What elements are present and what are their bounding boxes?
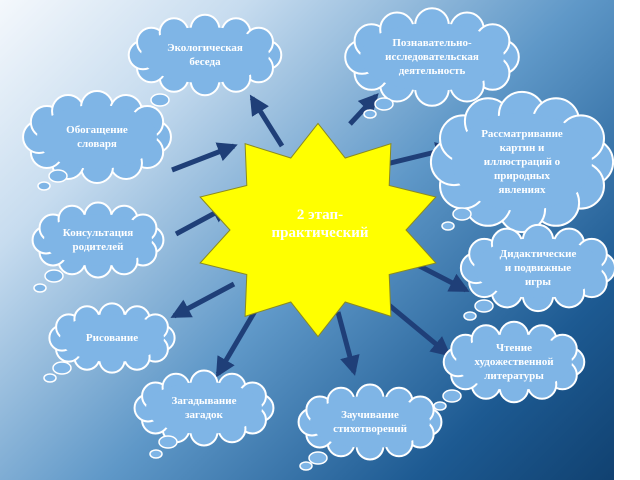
- bubble-konsultatsiya-roditeley: [31, 201, 165, 293]
- bubble-label-ekologicheskaya-beseda: Экологическая беседа: [167, 42, 243, 68]
- bubble-risovanie: [43, 302, 176, 383]
- arrow-to-risovanie: [170, 281, 236, 319]
- bubble-zauchivanie-stikhotvoreniy: [297, 383, 443, 471]
- bubble-label-didakticheskie-igry: Дидактические и подвижные игры: [499, 248, 577, 288]
- bubble-label-risovanie: Рисование: [85, 332, 139, 344]
- arrow-to-ekologicheskaya-beseda: [249, 94, 285, 148]
- center-label: 2 этап- практический: [271, 207, 369, 241]
- bubble-obogashchenie-slovarya: [22, 90, 172, 191]
- arrow-to-poznavatelno-issledovatelskaya: [348, 93, 379, 126]
- bubble-zagadyvanie-zagadok: [133, 369, 275, 459]
- bubble-label-zagadyvanie-zagadok: Загадывание загадок: [171, 395, 237, 421]
- bubble-label-obogashchenie-slovarya: Обогащение словаря: [66, 124, 128, 150]
- arrow-to-zagadyvanie-zagadok: [215, 304, 261, 378]
- slide-edge-strip: [614, 0, 640, 480]
- bubble-didakticheskie-igry: [459, 223, 617, 321]
- bubble-label-zauchivanie-stikhotvoreniy: Заучивание стихотворений: [333, 409, 407, 435]
- bubbles-layer: [22, 7, 617, 471]
- bubble-label-poznavatelno-issledovatelskaya: Познавательно- исследовательская деятель…: [385, 37, 479, 77]
- bubble-rassmatrivanie-kartin: [429, 90, 615, 234]
- arrow-to-obogashchenie-slovarya: [171, 142, 238, 173]
- bubble-label-konsultatsiya-roditeley: Консультация родителей: [62, 227, 134, 253]
- arrow-to-zauchivanie-stikhotvoreniy: [335, 311, 360, 376]
- central-star: [199, 122, 437, 338]
- bubble-label-chtenie-literatury: Чтение художественной литературы: [474, 342, 554, 382]
- bubble-label-rassmatrivanie-kartin: Рассматривание картин и иллюстраций о пр…: [481, 128, 563, 196]
- bubble-chtenie-literatury: [433, 320, 586, 411]
- bubble-poznavatelno-issledovatelskaya: [344, 7, 520, 119]
- bubble-ekologicheskaya-beseda: [127, 13, 283, 115]
